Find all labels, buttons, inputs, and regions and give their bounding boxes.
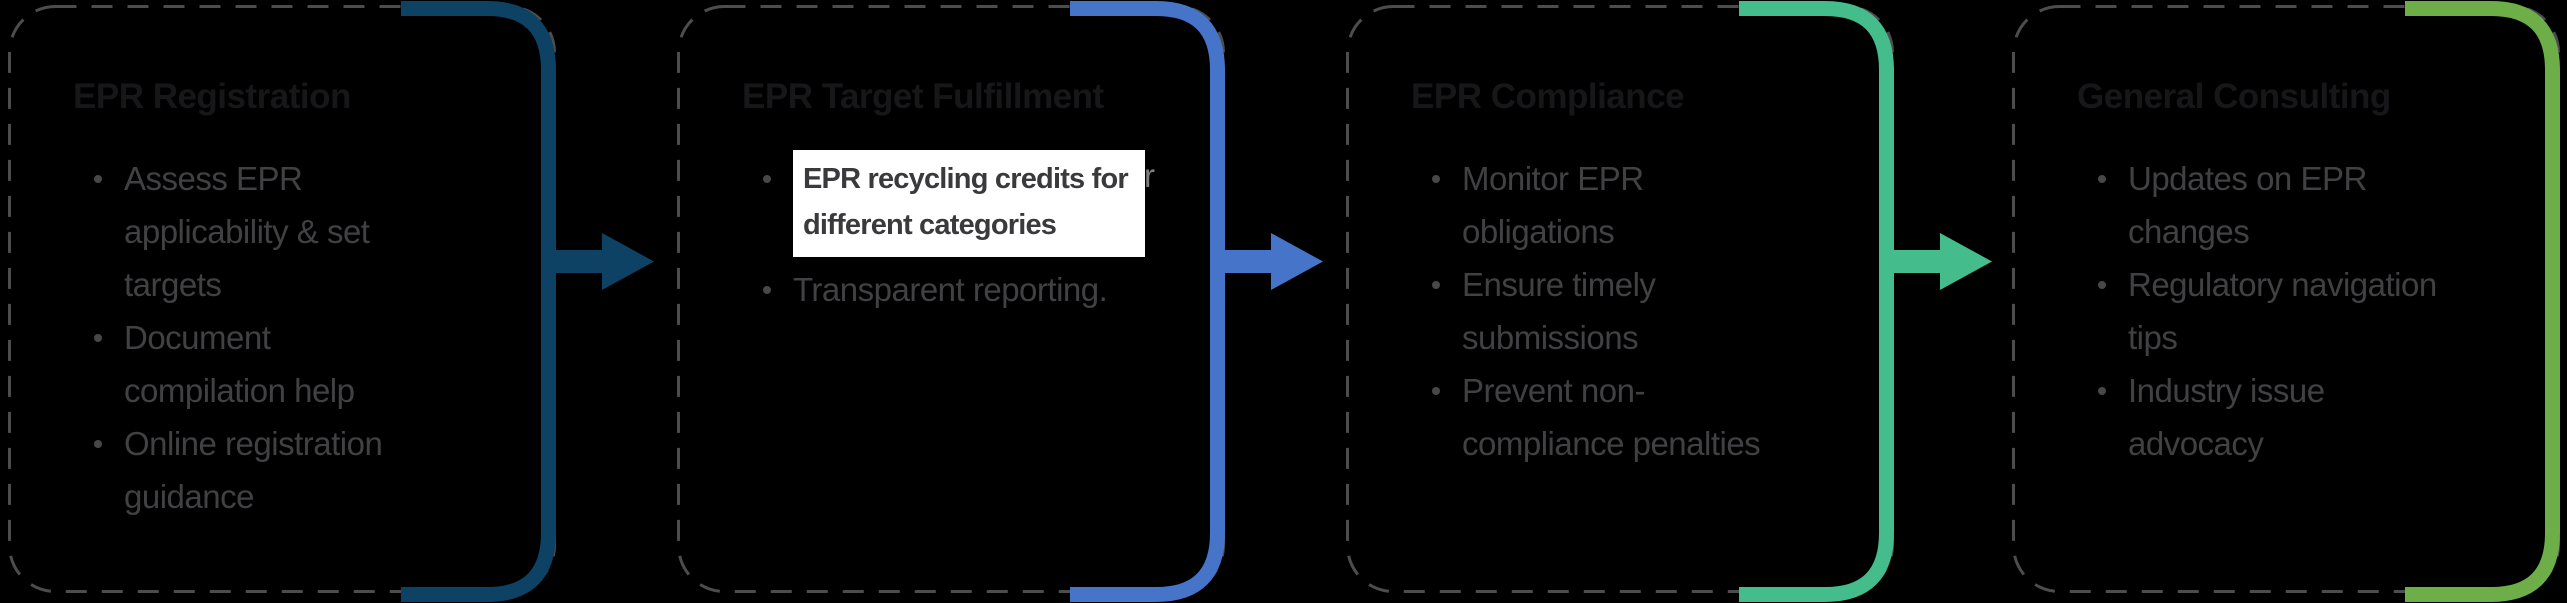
bullet-marker (1432, 175, 1440, 183)
card-graphics (8, 1, 654, 602)
bullet-list: Updates on EPR changes Regulatory naviga… (2098, 152, 2567, 470)
flow-arrow-icon (548, 233, 654, 290)
bullet-text: Transparent reporting. (793, 271, 1108, 308)
list-item: Monitor EPR obligations (1432, 152, 1902, 258)
highlight-label: EPR recycling credits for different cate… (793, 150, 1145, 257)
highlight-label-wrap: EPR recycling credits for different cate… (793, 150, 1155, 257)
bullet-list: Assess EPR applicability & set targets D… (94, 152, 564, 523)
list-item: Online registration guidance (94, 417, 564, 523)
bullet-marker (2098, 387, 2106, 395)
list-item: Transparent reporting. (763, 263, 1233, 316)
card-title: EPR Compliance (1411, 77, 1685, 116)
bullet-marker (1432, 281, 1440, 289)
bullet-marker (763, 286, 771, 294)
bullet-marker (94, 334, 102, 342)
card-title: EPR Registration (73, 77, 351, 116)
bullet-marker (1432, 387, 1440, 395)
bullet-marker (2098, 175, 2106, 183)
underlying-text-fragment: r (1144, 157, 1155, 194)
list-item: Updates on EPR changes (2098, 152, 2567, 258)
bullet-text: Regulatory navigation tips (2128, 266, 2437, 356)
card-graphics (2012, 1, 2560, 602)
bullet-text: Online registration guidance (124, 425, 383, 515)
bullet-text: Updates on EPR changes (2128, 160, 2367, 250)
card-graphics (677, 1, 1323, 602)
bullet-marker (763, 175, 771, 183)
bullet-list: Monitor EPR obligations Ensure timely su… (1432, 152, 1902, 470)
bullet-list: EPR recycling credits for different cate… (763, 150, 1233, 316)
flow-step-card-3: EPR Compliance Monitor EPR obligations E… (1346, 0, 2006, 603)
flow-arrow-icon (1217, 233, 1323, 290)
list-item: Regulatory navigation tips (2098, 258, 2567, 364)
bullet-marker (94, 440, 102, 448)
card-graphics (1346, 1, 1992, 602)
flow-step-card-2: EPR Target Fulfillment EPR recycling cre… (677, 0, 1337, 603)
list-item: Industry issue advocacy (2098, 364, 2567, 470)
bullet-text: Ensure timely submissions (1462, 266, 1656, 356)
flow-arrow-icon (1886, 233, 1992, 290)
accent-bracket (1070, 1, 1225, 602)
bullet-text: Assess EPR applicability & set targets (124, 160, 370, 303)
flow-step-card-4: General Consulting Updates on EPR change… (2012, 0, 2567, 603)
list-item: Document compilation help (94, 311, 564, 417)
accent-bracket (1739, 1, 1894, 602)
list-item: Assess EPR applicability & set targets (94, 152, 564, 311)
card-title: EPR Target Fulfillment (742, 77, 1104, 116)
accent-bracket (2405, 1, 2560, 602)
list-item-highlighted: EPR recycling credits for different cate… (763, 150, 1233, 263)
card-title: General Consulting (2077, 77, 2391, 116)
list-item: Prevent non- compliance penalties (1432, 364, 1902, 470)
bullet-text: Document compilation help (124, 319, 355, 409)
bullet-marker (94, 175, 102, 183)
flow-step-card-1: EPR Registration Assess EPR applicabilit… (8, 0, 668, 603)
accent-bracket (401, 1, 556, 602)
bullet-marker (2098, 281, 2106, 289)
bullet-text: Monitor EPR obligations (1462, 160, 1644, 250)
bullet-text: Prevent non- compliance penalties (1462, 372, 1761, 462)
bullet-text: Industry issue advocacy (2128, 372, 2325, 462)
list-item: Ensure timely submissions (1432, 258, 1902, 364)
